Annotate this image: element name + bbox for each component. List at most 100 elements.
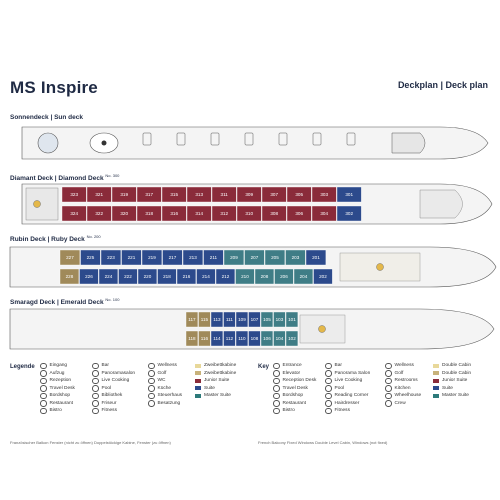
cabin-number: 201 [312, 255, 320, 260]
cabin-number: 321 [95, 192, 103, 197]
cabin-310 [236, 205, 262, 222]
legend-symbol-icon [385, 392, 392, 399]
cabin-211 [203, 249, 224, 266]
cabin-number: 315 [170, 192, 178, 197]
legend-swatch [433, 371, 439, 376]
cabin-306 [286, 205, 312, 222]
legend-label: Master Suite [204, 393, 231, 399]
cabin-number: 212 [222, 274, 230, 279]
legend-item: Travel Desk [273, 385, 316, 393]
legend-item: Panorama Salon [325, 370, 370, 378]
cabin-223 [100, 249, 122, 266]
legend-symbol-icon [325, 392, 332, 399]
cabin-number: 308 [270, 211, 278, 216]
cabin-227 [59, 249, 81, 266]
cabin-109 [235, 311, 249, 328]
cabin-103 [273, 311, 286, 328]
footnote-en: French Balcony Fixed Windows Double Leve… [258, 440, 388, 445]
legend-item: Bordshop [273, 392, 316, 400]
legend-label: Rezeption [49, 378, 72, 384]
cabin-number: 319 [120, 192, 128, 197]
legend-swatch [195, 371, 201, 376]
legend-label: Wellness [394, 363, 414, 369]
legend-label: Bar [334, 363, 342, 369]
cabin-204 [293, 268, 314, 285]
cabin-224 [98, 268, 119, 285]
legend-symbol-icon [385, 385, 392, 392]
cabin-number: 228 [66, 274, 74, 279]
legend-item: Golf [148, 370, 182, 378]
cabin-317 [136, 186, 162, 203]
cabin-208 [254, 268, 275, 285]
legend-label: Fitness [334, 408, 350, 414]
legend-label: Restrooms [394, 378, 418, 384]
cabin-207 [244, 249, 265, 266]
legend-label: Pool [101, 385, 112, 391]
legend-item: Eingang [40, 362, 75, 370]
legend-label: Crew [394, 400, 406, 406]
cabin-number: 223 [107, 255, 115, 260]
cabin-228 [59, 268, 80, 285]
cabin-316 [161, 205, 187, 222]
cabin-number: 309 [245, 192, 253, 197]
legend-swatch [433, 386, 439, 391]
legend-item: Reception Desk [273, 377, 316, 385]
cabin-number: 317 [145, 192, 153, 197]
emerald-deck-hull [9, 308, 495, 350]
cabin-number: 105 [263, 317, 271, 322]
cabin-number: 302 [345, 211, 353, 216]
cabin-217 [162, 249, 183, 266]
cabin-number: 204 [300, 274, 308, 279]
cabin-number: 306 [295, 211, 303, 216]
cabin-number: 225 [87, 255, 95, 260]
page-title: MS Inspire [10, 78, 98, 97]
legend-symbol-icon [40, 400, 47, 407]
legend-label: Bordshop [49, 393, 71, 399]
legend-swatch [433, 393, 439, 398]
cabin-number: 208 [261, 274, 269, 279]
legend-label: Besatzung [157, 400, 181, 406]
legend-symbol-icon [40, 385, 47, 392]
legend-item: Junior Suite [195, 377, 236, 385]
legend-label: Double Cabin [442, 370, 472, 376]
legend-item: Wellness [385, 362, 421, 370]
cabin-number: 217 [169, 255, 177, 260]
legend-symbol-icon [273, 385, 280, 392]
cabin-number: 113 [213, 317, 221, 322]
legend-item: Restaurant [273, 400, 316, 408]
legend-item: Küche [148, 385, 182, 393]
cabin-number: 227 [66, 255, 74, 260]
legend-label: Entrance [282, 363, 302, 369]
cabin-number: 211 [210, 255, 218, 260]
cabin-number: 202 [319, 274, 327, 279]
cabin-number: 206 [280, 274, 288, 279]
legend-swatch [433, 363, 439, 368]
cabin-213 [182, 249, 204, 266]
cabin-117 [185, 311, 199, 328]
legend-item: Restaurant [40, 400, 75, 408]
cabin-113 [210, 311, 224, 328]
legend-item: Wheelhouse [385, 392, 421, 400]
wheelhouse-bow [419, 189, 463, 219]
legend-symbol-icon [385, 400, 392, 407]
cabin-110 [235, 330, 249, 347]
legend-item: Suite [195, 385, 236, 393]
legend-item: Bar [325, 362, 370, 370]
legend-item: Zweibettkabine [195, 370, 236, 378]
cabin-209 [223, 249, 245, 266]
legend-symbol-icon [273, 370, 280, 377]
legend-item: Golf [385, 370, 421, 378]
legend-symbol-icon [325, 362, 332, 369]
legend-symbol-icon [385, 362, 392, 369]
legend-label: Reading Corner [334, 393, 369, 399]
legend-label: Küche [157, 385, 172, 391]
cabin-216 [176, 268, 197, 285]
legend-label: Eingang [49, 363, 68, 369]
cabin-319 [111, 186, 137, 203]
